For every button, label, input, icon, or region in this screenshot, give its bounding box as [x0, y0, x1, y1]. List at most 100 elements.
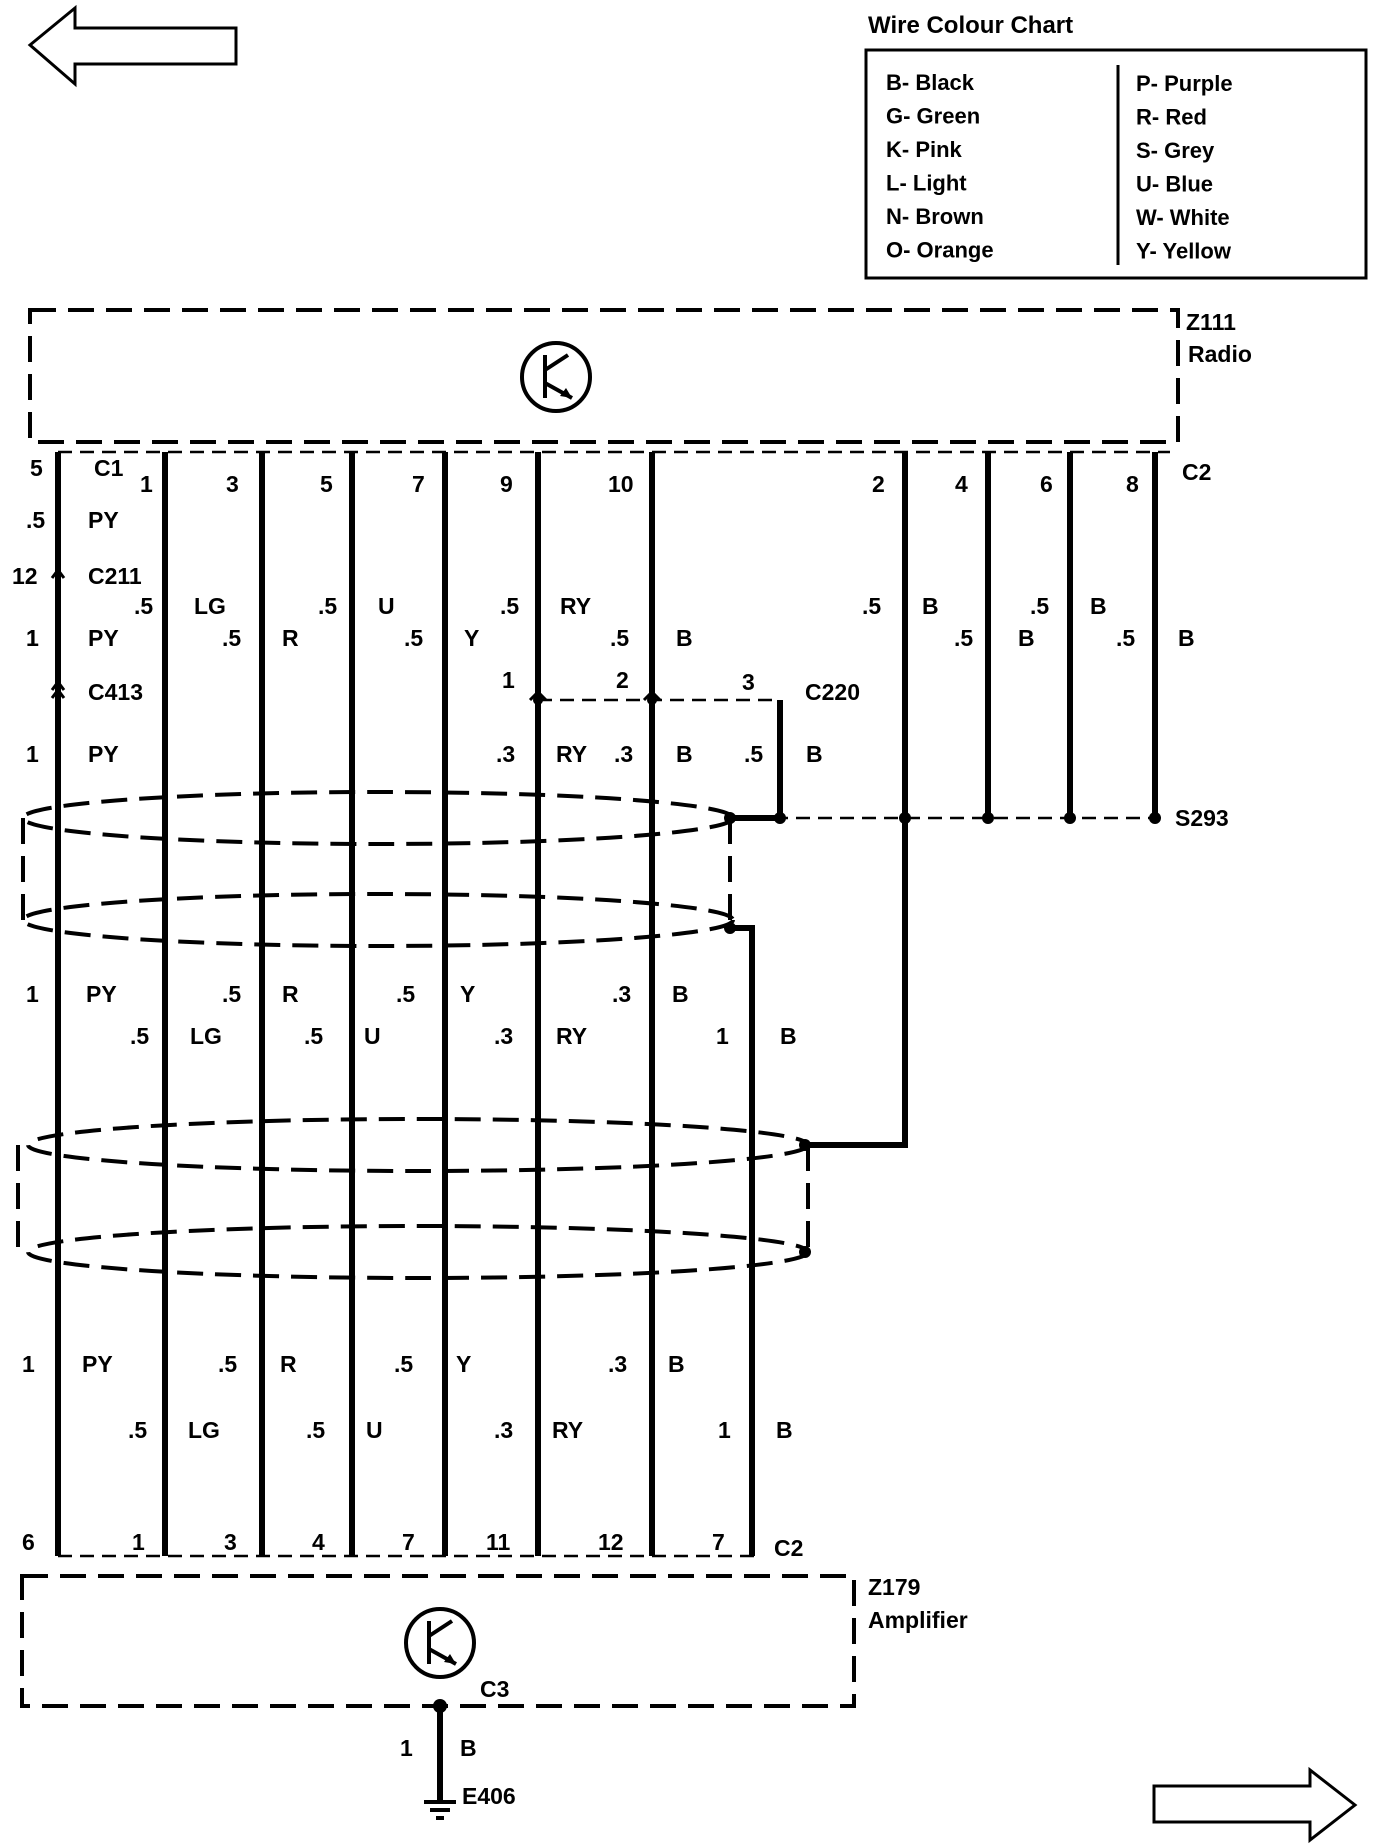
- wire-row6-size: 1: [22, 1351, 35, 1377]
- wire-row1-size: .5: [134, 593, 153, 619]
- wire-row2-size: .5: [610, 625, 629, 651]
- wire-row1-colour: B: [922, 593, 939, 619]
- wire-row3-size: .3: [496, 741, 515, 767]
- amplifier-pin-number: 4: [312, 1529, 325, 1555]
- radio-pin-number: 5: [320, 471, 333, 497]
- ground-colour: B: [460, 1735, 477, 1761]
- c211-pin-top: 12: [12, 563, 38, 589]
- wires: [16, 452, 1158, 1800]
- amplifier-name: Amplifier: [868, 1607, 968, 1633]
- colour-chart-entry: W- White: [1136, 205, 1230, 230]
- amplifier-pin-number: 1: [132, 1529, 145, 1555]
- wire-row7-colour: RY: [552, 1417, 583, 1443]
- wire-row6-colour: B: [668, 1351, 685, 1377]
- wire-row5-colour: RY: [556, 1023, 587, 1049]
- wire-row7-size: .5: [128, 1417, 147, 1443]
- radio-pin-number: 9: [500, 471, 513, 497]
- wire-row3-colour: RY: [556, 741, 587, 767]
- wire-row3-colour: B: [676, 741, 693, 767]
- wire-row3-size: .5: [744, 741, 763, 767]
- amplifier-pin-number: 3: [224, 1529, 237, 1555]
- wire-row7-colour: B: [776, 1417, 793, 1443]
- wire-row6-size: .3: [608, 1351, 627, 1377]
- amplifier-c3-label: C3: [480, 1676, 509, 1702]
- colour-chart-entry: O- Orange: [886, 238, 994, 263]
- radio-c2-label: C2: [1182, 459, 1211, 485]
- wire-row7-size: .3: [494, 1417, 513, 1443]
- wire-colour-chart: Wire Colour Chart B- Black G- Green K- Pin…: [864, 12, 1368, 280]
- colour-chart-title: Wire Colour Chart: [868, 12, 1073, 39]
- splice-label: S293: [1175, 805, 1229, 831]
- wire-row1-size: .5: [1030, 593, 1049, 619]
- wire-row6-size: .5: [394, 1351, 413, 1377]
- wire-row2-colour: Y: [464, 625, 479, 651]
- wire-size: .5: [26, 507, 45, 533]
- ground-icon: [424, 1800, 456, 1820]
- amplifier-module: Z179 Amplifier C3: [20, 1554, 968, 1708]
- colour-chart-entry: S- Grey: [1136, 138, 1215, 163]
- wire-size: 1: [26, 741, 39, 767]
- amplifier-pin-number: 11: [486, 1529, 511, 1555]
- wire-row5-size: .3: [494, 1023, 513, 1049]
- wire-row5-size: .5: [304, 1023, 323, 1049]
- wire-row5-colour: LG: [190, 1023, 222, 1049]
- back-arrow-icon[interactable]: [27, 4, 238, 88]
- radio-id: Z111: [1186, 309, 1236, 335]
- wire-row2-size: 1: [26, 625, 39, 651]
- wire-row2-colour: B: [1178, 625, 1195, 651]
- connector-marks: [50, 567, 662, 702]
- colour-chart-entry: G- Green: [886, 104, 980, 129]
- radio-pin-number: 5: [30, 455, 43, 481]
- radio-transistor-icon: [520, 341, 592, 413]
- wire-row1-colour: LG: [194, 593, 226, 619]
- wire-row2-size: .5: [222, 625, 241, 651]
- colour-chart-entry: P- Purple: [1136, 71, 1233, 96]
- wire-row4-colour: Y: [460, 981, 475, 1007]
- radio-pin-number: 8: [1126, 471, 1139, 497]
- wire-row2-colour: B: [1018, 625, 1035, 651]
- wire-size: 1: [26, 625, 39, 651]
- colour-chart-entry: K- Pink: [886, 137, 963, 162]
- radio-pin-number: 3: [226, 471, 239, 497]
- colour-chart-entry: Y- Yellow: [1136, 239, 1232, 264]
- wire-row5-size: .5: [130, 1023, 149, 1049]
- wire-row4-size: 1: [26, 981, 39, 1007]
- colour-chart-entry: U- Blue: [1136, 172, 1213, 197]
- wire-row2-size: .5: [954, 625, 973, 651]
- wire-row5-size: 1: [716, 1023, 729, 1049]
- wire-row2-colour: PY: [88, 625, 119, 651]
- wire-row4-size: .5: [396, 981, 415, 1007]
- colour-chart-entry: R- Red: [1136, 105, 1207, 130]
- c413-label: C413: [88, 679, 143, 705]
- wire-row3-size: .3: [614, 741, 633, 767]
- wire-row4-colour: B: [672, 981, 689, 1007]
- radio-pin-number: 7: [412, 471, 425, 497]
- wire-row2-colour: B: [676, 625, 693, 651]
- c220-pin-2: 2: [616, 667, 629, 693]
- wire-row1-colour: RY: [560, 593, 591, 619]
- wire-row4-size: .3: [612, 981, 631, 1007]
- c220-pin-3: 3: [742, 669, 755, 695]
- radio-pin-number: 10: [608, 471, 634, 497]
- wire-row5-colour: B: [780, 1023, 797, 1049]
- amplifier-pin-number: 7: [712, 1529, 725, 1555]
- forward-arrow-icon[interactable]: [1152, 1766, 1358, 1844]
- wire-row6-colour: PY: [82, 1351, 113, 1377]
- wire-row2-colour: R: [282, 625, 299, 651]
- wire-colour: PY: [88, 741, 119, 767]
- ground-pin: 1: [400, 1735, 413, 1761]
- wire-row4-size: .5: [222, 981, 241, 1007]
- wire-row6-colour: Y: [456, 1351, 471, 1377]
- colour-chart-entry: L- Light: [886, 171, 967, 196]
- wire-row6-size: .5: [218, 1351, 237, 1377]
- wire-row5-colour: U: [364, 1023, 381, 1049]
- labels: C1 C2 C2 12 C211 C413 C220 1 2 3 S293 1 …: [12, 455, 1229, 1809]
- radio-pin-number: 6: [1040, 471, 1053, 497]
- wire-row2-size: .5: [1116, 625, 1135, 651]
- splice-dots: [433, 695, 1161, 1713]
- amplifier-transistor-icon: [404, 1607, 476, 1679]
- wire-row7-size: .5: [306, 1417, 325, 1443]
- wire-row1-size: .5: [500, 593, 519, 619]
- colour-chart-entry: B- Black: [886, 70, 975, 95]
